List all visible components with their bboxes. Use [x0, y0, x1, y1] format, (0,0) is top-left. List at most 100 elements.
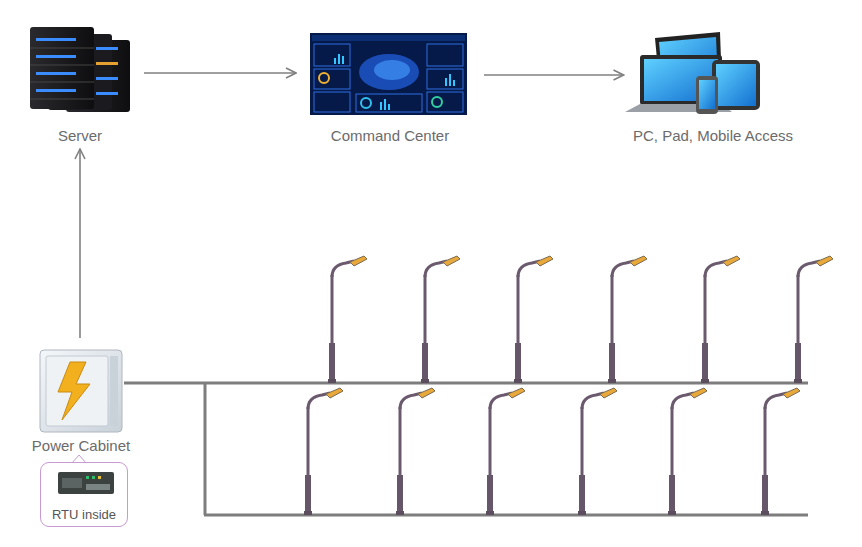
- server-light: [36, 72, 76, 75]
- rtu-terminals: [86, 484, 110, 490]
- lamp-foot: [794, 379, 802, 383]
- rtu-icon: [58, 455, 114, 494]
- street-lamp: [514, 256, 553, 383]
- bar: [453, 80, 455, 86]
- lamp-pole-base: [609, 343, 615, 379]
- server-light: [36, 38, 76, 41]
- bar: [380, 102, 382, 110]
- server-light: [96, 92, 118, 95]
- server-slot: [30, 99, 94, 100]
- lamp-foot: [304, 511, 312, 515]
- arrow-connector: [144, 72, 296, 74]
- server-slot: [30, 82, 94, 83]
- street-lamp: [608, 256, 647, 383]
- lamp-head: [326, 388, 343, 398]
- node-label: RTU inside: [52, 507, 116, 522]
- bar: [334, 58, 336, 64]
- lamp-head: [418, 388, 435, 398]
- street-lamp: [701, 256, 740, 383]
- rtu-led: [92, 476, 95, 479]
- screen-panel: [314, 92, 350, 112]
- lamp-pole-base: [669, 475, 675, 511]
- access-node: PC, Pad, Mobile Access: [628, 28, 799, 145]
- bar: [449, 74, 451, 86]
- power-wire: [124, 383, 808, 515]
- rtu-body: [58, 472, 114, 494]
- bottom-wire: [204, 514, 808, 517]
- lamp-foot: [514, 379, 522, 383]
- phone-frame: [696, 76, 718, 114]
- map-shape: [359, 54, 419, 90]
- pad-screen: [716, 64, 756, 106]
- street-lamp: [794, 256, 833, 383]
- lamp-head: [508, 388, 525, 398]
- lamp-pole: [797, 275, 800, 343]
- street-lamp: [486, 388, 525, 515]
- screen-background: [310, 33, 467, 115]
- street-lamp: [668, 388, 707, 515]
- lamp-head: [350, 256, 367, 266]
- bar: [342, 56, 344, 64]
- street-lamp: [328, 256, 367, 383]
- lamp-pole: [704, 275, 707, 343]
- lamp-pole: [489, 407, 492, 475]
- pad-frame: [712, 60, 760, 110]
- screen-panel: [427, 69, 463, 89]
- rtu-panel: [62, 478, 82, 488]
- lamp-foot: [701, 379, 709, 383]
- lamp-head: [630, 256, 647, 266]
- lamp-head: [536, 256, 553, 266]
- lamp-foot: [668, 511, 676, 515]
- screen-panel: [427, 92, 463, 112]
- screen-panel: [427, 44, 463, 66]
- lamp-foot: [486, 511, 494, 515]
- rtu-callout: RTU inside: [40, 462, 128, 527]
- server-light: [96, 47, 118, 50]
- cabinet-side: [110, 356, 118, 426]
- lamp-pole: [399, 407, 402, 475]
- lamp-head: [723, 256, 740, 266]
- street-lamp: [578, 388, 617, 515]
- lamp-pole-base: [397, 475, 403, 511]
- screen-panel: [314, 44, 350, 66]
- node-label: Server: [58, 127, 102, 145]
- lamp-foot: [608, 379, 616, 383]
- server-light: [96, 77, 118, 80]
- lamp-pole-base: [487, 475, 493, 511]
- bar: [338, 54, 340, 64]
- server-node: Server: [20, 20, 140, 145]
- lamp-pole: [581, 407, 584, 475]
- lamp-pole: [331, 275, 334, 343]
- power-cabinet-node: Power Cabinet: [20, 342, 142, 455]
- command-center-node: Command Center: [300, 28, 480, 145]
- lamp-head: [690, 388, 707, 398]
- server-light: [36, 89, 76, 92]
- lamp-pole-base: [515, 343, 521, 379]
- rtu-led: [98, 476, 101, 479]
- bar: [445, 78, 447, 86]
- lamp-head: [783, 388, 800, 398]
- street-lamp: [396, 388, 435, 515]
- branch-wire: [204, 383, 207, 515]
- lamp-pole-base: [422, 343, 428, 379]
- lamp-pole: [764, 407, 767, 475]
- phone-screen: [699, 80, 715, 109]
- street-lamp: [421, 256, 460, 383]
- server-slot: [30, 65, 94, 66]
- lamp-pole: [611, 275, 614, 343]
- lamp-pole-base: [329, 343, 335, 379]
- lamp-head: [816, 256, 833, 266]
- street-lamp: [304, 388, 343, 515]
- screen-panel: [356, 94, 422, 112]
- lamp-pole-base: [795, 343, 801, 379]
- lamp-pole: [307, 407, 310, 475]
- street-lamp: [761, 388, 800, 515]
- lamp-foot: [578, 511, 586, 515]
- cabinet-door: [46, 356, 108, 426]
- bar: [384, 99, 386, 110]
- lamp-pole-base: [579, 475, 585, 511]
- bar: [388, 104, 390, 110]
